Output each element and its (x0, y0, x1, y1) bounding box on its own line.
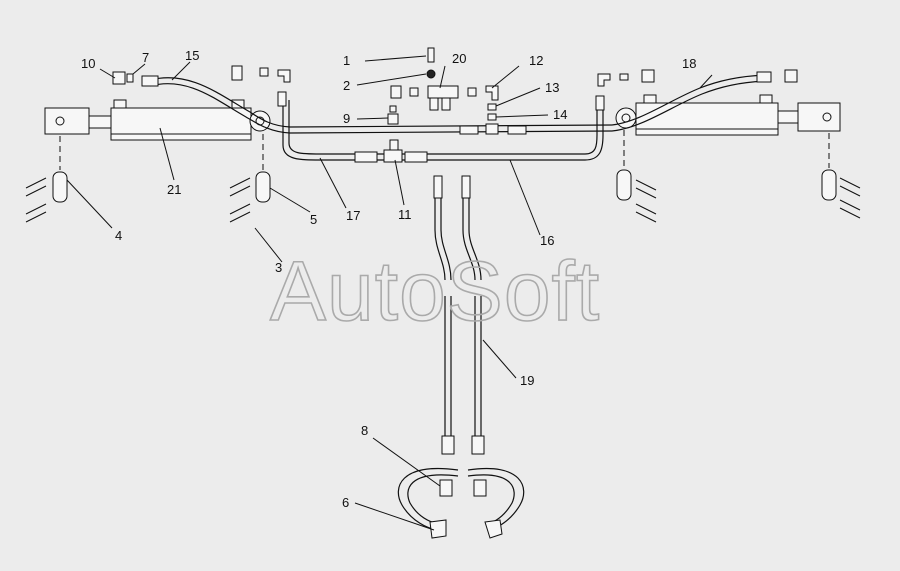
callout-8: 8 (361, 423, 368, 438)
right-rod-eye (797, 102, 841, 132)
callout-14: 14 (553, 107, 567, 122)
distributor-block (427, 85, 459, 99)
callout-18: 18 (682, 56, 696, 71)
pins (25, 130, 861, 223)
fittings (112, 47, 798, 163)
callout-19: 19 (520, 373, 534, 388)
callout-13: 13 (545, 80, 559, 95)
callout-6: 6 (342, 495, 349, 510)
left-cylinder-body (110, 107, 252, 141)
callouts: 1 2 3 4 5 6 7 8 9 10 11 12 13 14 15 16 1… (81, 48, 696, 510)
callout-20: 20 (452, 51, 466, 66)
callout-10: 10 (81, 56, 95, 71)
callout-21: 21 (167, 182, 181, 197)
left-rod-eye (44, 107, 90, 135)
callout-9: 9 (343, 111, 350, 126)
right-cylinder (615, 94, 841, 136)
callout-5: 5 (310, 212, 317, 227)
watermark: AutoSoft (270, 244, 600, 338)
callout-11: 11 (398, 207, 412, 222)
right-cylinder-body (635, 102, 779, 136)
callout-1: 1 (343, 53, 350, 68)
callout-12: 12 (529, 53, 543, 68)
bottom-loop (397, 468, 525, 539)
left-cylinder (44, 99, 271, 141)
callout-3: 3 (275, 260, 282, 275)
callout-16: 16 (540, 233, 554, 248)
leader-lines (66, 55, 713, 531)
callout-2: 2 (343, 78, 350, 93)
main-hoses (149, 74, 766, 161)
callout-7: 7 (142, 50, 149, 65)
vertical-hoses (433, 175, 485, 455)
callout-4: 4 (115, 228, 122, 243)
callout-17: 17 (346, 208, 360, 223)
callout-15: 15 (185, 48, 199, 63)
